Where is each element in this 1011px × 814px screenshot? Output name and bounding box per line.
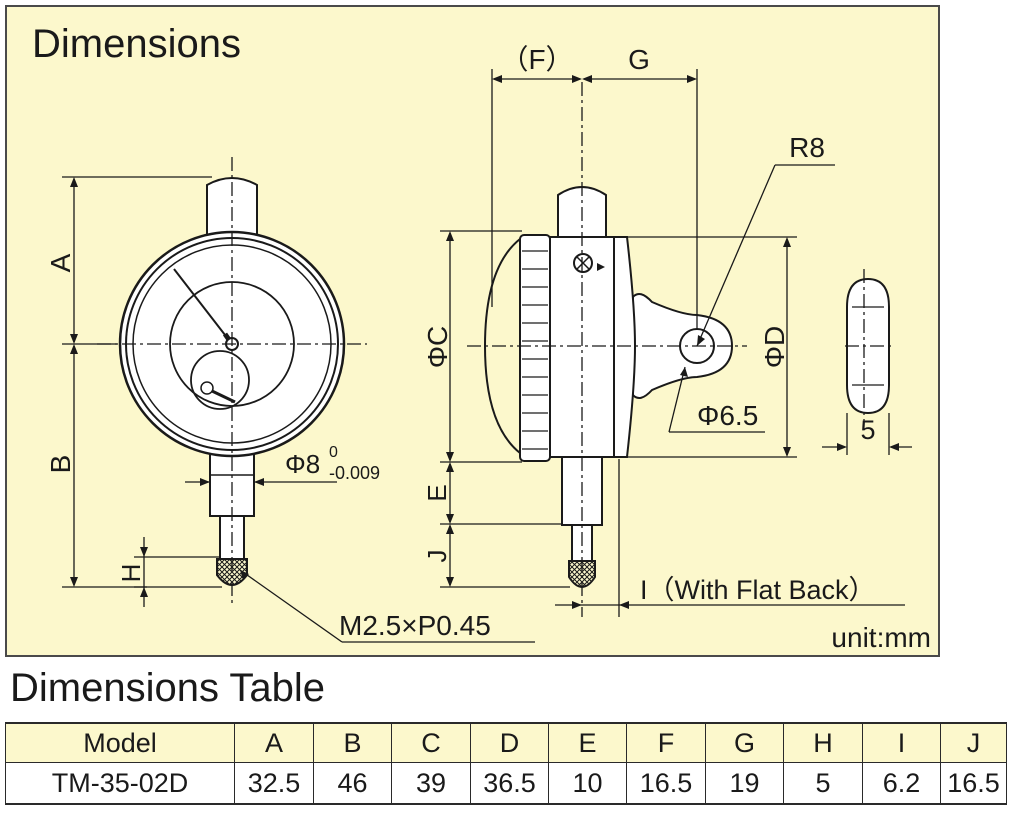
header-a: A	[234, 722, 314, 763]
label-a: A	[45, 253, 76, 272]
unit-label: unit:mm	[831, 622, 931, 653]
dimensions-table-title: Dimensions Table	[10, 666, 325, 710]
label-phi8: Φ8	[285, 449, 320, 479]
technical-drawing: Dimensions	[32, 22, 931, 653]
cell-i: 6.2	[862, 762, 941, 805]
table-row: TM-35-02D 32.5 46 39 36.5 10 16.5 19 5 6…	[5, 762, 1007, 805]
cell-e: 10	[548, 762, 627, 805]
label-flat-back: I（With Flat Back）	[640, 575, 876, 605]
clamp-arrowheads	[837, 443, 899, 451]
cell-h: 5	[783, 762, 863, 805]
cell-j: 16.5	[940, 762, 1007, 805]
header-model: Model	[5, 722, 235, 763]
side-center-lines	[467, 82, 747, 617]
cell-b: 46	[313, 762, 392, 805]
header-g: G	[705, 722, 784, 763]
dimensions-diagram-panel: Dimensions	[5, 5, 940, 657]
header-c: C	[391, 722, 471, 763]
side-arrowheads	[446, 75, 791, 609]
header-j: J	[940, 722, 1007, 763]
label-tolerance-upper: 0	[329, 444, 338, 461]
cell-f: 16.5	[626, 762, 706, 805]
cell-c: 39	[391, 762, 471, 805]
label-phi-c: ΦC	[422, 326, 453, 369]
label-h: H	[116, 564, 146, 583]
header-i: I	[862, 722, 941, 763]
clamp-view	[846, 277, 890, 415]
header-h: H	[783, 722, 863, 763]
cell-a: 32.5	[234, 762, 314, 805]
label-thread: M2.5×P0.45	[339, 610, 491, 641]
header-f: F	[626, 722, 706, 763]
label-g: G	[628, 44, 650, 75]
dimensions-table: Model A B C D E F G H I J TM-35-02D 32.5…	[5, 722, 1007, 805]
label-b: B	[45, 455, 76, 474]
front-arrowheads	[70, 177, 264, 597]
side-dimension-lines	[440, 69, 905, 617]
label-e: E	[422, 484, 452, 501]
header-b: B	[313, 722, 392, 763]
header-e: E	[548, 722, 627, 763]
label-f: （F）	[500, 44, 573, 75]
cell-g: 19	[705, 762, 784, 805]
side-view	[483, 186, 734, 588]
diagram-heading: Dimensions	[32, 22, 241, 66]
table-header-row: Model A B C D E F G H I J	[5, 722, 1007, 763]
cell-d: 36.5	[470, 762, 549, 805]
label-phi-d: ΦD	[759, 326, 790, 369]
label-j: J	[422, 550, 452, 563]
front-center-lines	[97, 157, 367, 607]
label-tolerance-lower: -0.009	[329, 463, 380, 483]
clamp-dimension-lines	[822, 269, 912, 455]
label-r8: R8	[789, 132, 825, 163]
front-dimension-lines	[62, 176, 535, 643]
label-phi-6-5: Φ6.5	[697, 400, 758, 431]
header-d: D	[470, 722, 549, 763]
label-5: 5	[860, 415, 875, 445]
bezel-knurl-lines	[522, 250, 548, 450]
cell-model: TM-35-02D	[5, 762, 235, 805]
